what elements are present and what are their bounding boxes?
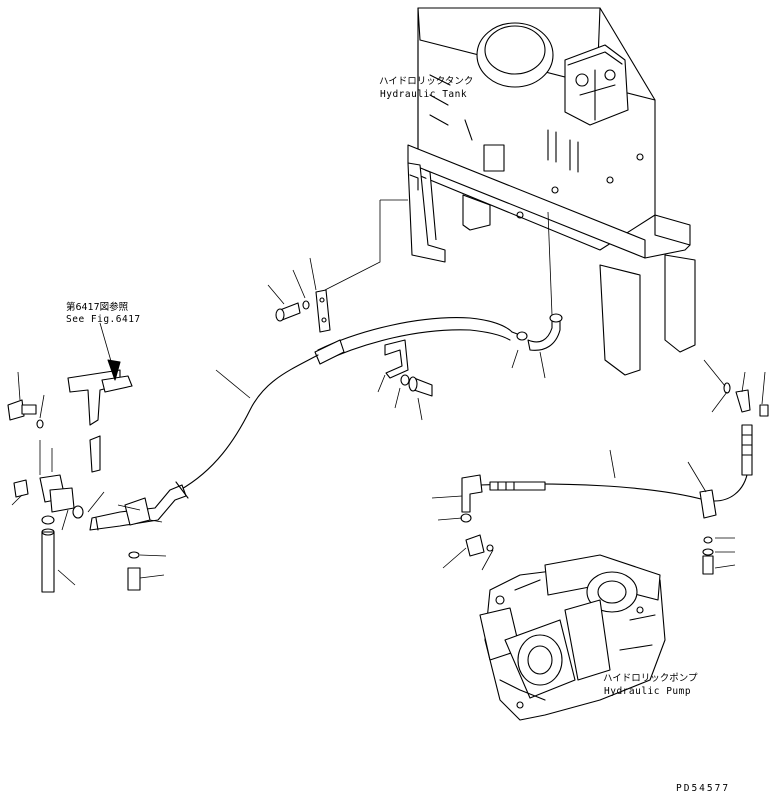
hydraulic-pump xyxy=(479,554,666,721)
pump-label-jp: ハイドロリックポンプ xyxy=(603,673,698,684)
tank-label-en: Hydraulic Tank xyxy=(380,89,468,100)
leader-lines xyxy=(11,199,766,586)
hydraulic-tank xyxy=(407,7,696,376)
pump-label-en: Hydraulic Pump xyxy=(604,686,692,697)
hoses xyxy=(7,289,769,593)
reference-label-jp: 第6417図参照 xyxy=(66,302,129,313)
drawing-number: PD54577 xyxy=(676,783,731,794)
reference-label-en: See Fig.6417 xyxy=(66,314,141,325)
tank-label-jp: ハイドロリックタンク xyxy=(379,76,474,87)
